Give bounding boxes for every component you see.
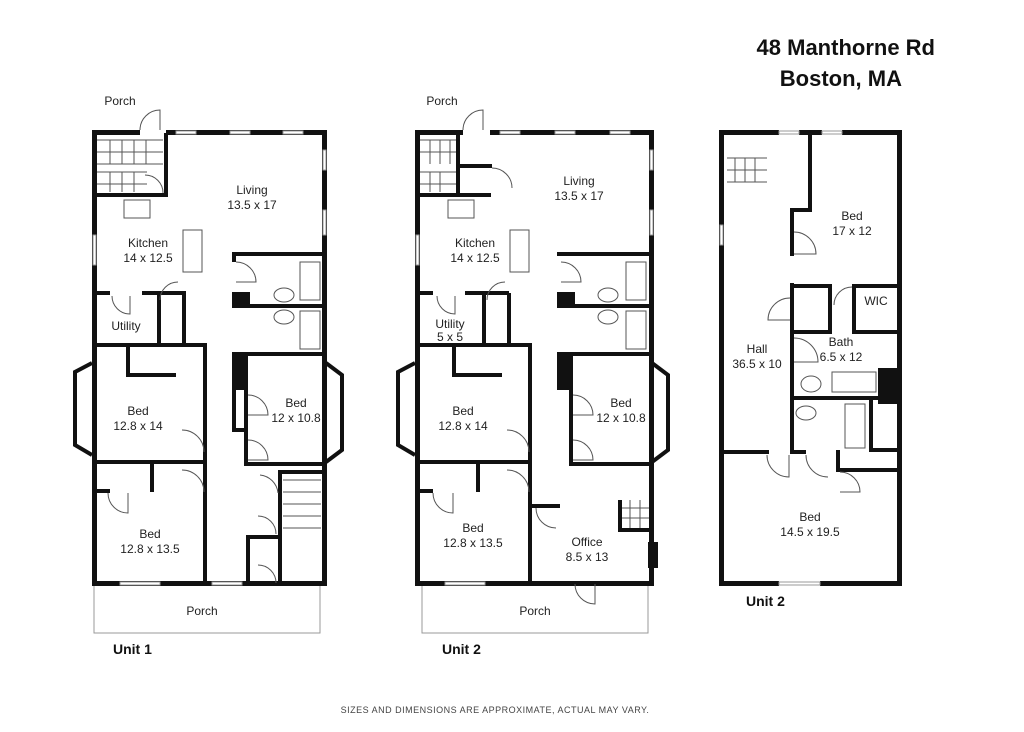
unit1-porch-bottom-label: Porch [186,604,217,618]
upper-bed-top-name: Bed [841,209,862,223]
unit1-kitchen-name: Kitchen [128,236,168,250]
unit1-bed-left-name: Bed [127,404,148,418]
unit2-label: Unit 2 [442,641,481,657]
unit-1-plan: Porch Living 13.5 x 17 Kitchen 14 x 12.5… [73,94,344,657]
unit1-bed-right-name: Bed [285,396,306,410]
unit2-office-size: 8.5 x 13 [566,550,609,564]
unit2-utility-name: Utility [435,317,464,331]
address-line-1: 48 Manthorne Rd [757,35,935,60]
unit2-office-name: Office [571,535,602,549]
disclaimer: SIZES AND DIMENSIONS ARE APPROXIMATE, AC… [341,705,650,715]
upper-bath-name: Bath [829,335,854,349]
unit2-bed-right-name: Bed [610,396,631,410]
upper-wic-label: WIC [864,294,888,308]
unit2-kitchen-name: Kitchen [455,236,495,250]
unit2-living-name: Living [563,174,594,188]
upper-hall-size: 36.5 x 10 [732,357,782,371]
upper-bed-top-size: 17 x 12 [832,224,872,238]
upper-bath-size: 6.5 x 12 [820,350,863,364]
upper-bed-bottom-name: Bed [799,510,820,524]
unit2-utility-size: 5 x 5 [437,330,463,344]
unit2-porch-bottom-label: Porch [519,604,550,618]
unit2-bed-bottom-size: 12.8 x 13.5 [443,536,503,550]
upper-bed-bottom-size: 14.5 x 19.5 [780,525,840,539]
unit1-porch-top-label: Porch [104,94,135,108]
unit1-label: Unit 1 [113,641,152,657]
unit1-living-name: Living [236,183,267,197]
unit-2-plan: Porch Living 13.5 x 17 Kitchen 14 x 12.5… [396,94,670,657]
unit1-bed-right-size: 12 x 10.8 [271,411,321,425]
unit1-bed-bottom-size: 12.8 x 13.5 [120,542,180,556]
unit2-bed-right-size: 12 x 10.8 [596,411,646,425]
unit1-living-size: 13.5 x 17 [227,198,277,212]
upper-unit-label: Unit 2 [746,593,785,609]
upper-hall-name: Hall [747,342,768,356]
unit2-bed-left-size: 12.8 x 14 [438,419,488,433]
unit1-bed-bottom-name: Bed [139,527,160,541]
unit2-kitchen-size: 14 x 12.5 [450,251,500,265]
unit2-porch-top-label: Porch [426,94,457,108]
unit1-kitchen-size: 14 x 12.5 [123,251,173,265]
unit2-living-size: 13.5 x 17 [554,189,604,203]
unit-2-upper-plan: Bed 17 x 12 WIC Hall 36.5 x 10 Bath 6.5 … [719,130,902,609]
address-line-2: Boston, MA [780,66,902,91]
unit1-utility-name: Utility [111,319,140,333]
unit2-bed-bottom-name: Bed [462,521,483,535]
unit2-bed-left-name: Bed [452,404,473,418]
unit1-bed-left-size: 12.8 x 14 [113,419,163,433]
